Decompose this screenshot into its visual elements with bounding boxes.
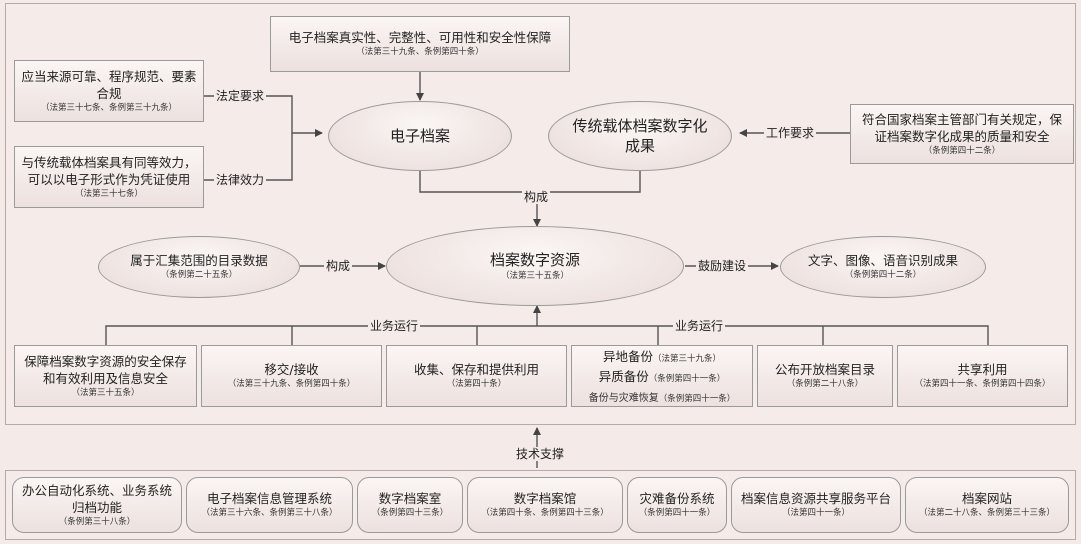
- label-technical-support: 技术支撑: [514, 447, 567, 461]
- ops-text: 移交/接收: [264, 362, 319, 377]
- backup-line-ref: （条例第四十一条）: [648, 374, 726, 384]
- tech-box-digital-room: 数字档案室 （条例第四十三条）: [357, 477, 463, 533]
- ops-text: 共享利用: [957, 362, 1008, 377]
- backup-line: 备份与灾难恢复（条例第四十一条）: [589, 386, 736, 406]
- tech-ref: （法第三十六条、条例第三十八条）: [201, 508, 338, 518]
- tech-ref: （法第四十一条）: [781, 508, 850, 518]
- digital-resources-ref: （法第三十五条）: [500, 270, 569, 281]
- label-operations-right: 业务运行: [673, 319, 726, 333]
- ops-box-security: 保障档案数字资源的安全保存和有效利用及信息安全 （法第三十五条）: [14, 345, 197, 407]
- recognition-results-node: 文字、图像、语音识别成果 （条例第四十二条）: [780, 236, 986, 298]
- ops-text: 保障档案数字资源的安全保存和有效利用及信息安全: [24, 353, 187, 386]
- recognition-results-title: 文字、图像、语音识别成果: [807, 253, 958, 268]
- label-legal-requirement: 法定要求: [214, 89, 267, 103]
- backup-line: 异地备份（法第三十九条）: [603, 346, 721, 366]
- legal-effect-text: 与传统载体档案具有同等效力，可以以电子形式作为凭证使用: [21, 154, 197, 187]
- ops-text: 公布开放档案目录: [774, 362, 875, 377]
- tech-box-sharing-platform: 档案信息资源共享服务平台 （法第四十一条）: [731, 477, 901, 533]
- ops-ref: （法第四十一条、条例第四十四条）: [914, 379, 1051, 389]
- digitization-node: 传统载体档案数字化成果: [548, 101, 732, 171]
- integrity-guarantee-title: 电子档案真实性、完整性、可用性和安全性保障: [288, 30, 552, 45]
- backup-line-text: 异质备份: [598, 369, 649, 384]
- backup-line-text: 异地备份: [602, 349, 653, 364]
- national-requirement-ref: （条例第四十二条）: [923, 145, 1001, 156]
- backup-line-ref: （法第三十九条）: [653, 354, 722, 364]
- tech-text: 灾难备份系统: [639, 491, 715, 506]
- label-compose-catalog: 构成: [324, 259, 353, 273]
- tech-text: 数字档案馆: [513, 491, 577, 506]
- tech-box-oa: 办公自动化系统、业务系统归档功能 （条例第三十八条）: [12, 477, 182, 533]
- ops-ref: （条例第二十八条）: [786, 379, 864, 389]
- tech-text: 办公自动化系统、业务系统归档功能: [21, 482, 172, 515]
- catalog-data-title: 属于汇集范围的目录数据: [130, 253, 268, 268]
- ops-ref: （法第三十九条、条例第四十条）: [227, 379, 356, 389]
- ops-box-transfer: 移交/接收 （法第三十九条、条例第四十条）: [201, 345, 382, 407]
- national-requirement-text: 符合国家档案主管部门有关规定，保证档案数字化成果的质量和安全: [861, 111, 1062, 144]
- ops-ref: （法第四十条）: [446, 379, 507, 389]
- tech-box-disaster-backup: 灾难备份系统 （条例第四十一条）: [627, 477, 727, 533]
- label-legal-effect: 法律效力: [214, 173, 267, 187]
- tech-box-website: 档案网站 （法第二十八条、条例第三十三条）: [905, 477, 1069, 533]
- label-work-requirement: 工作要求: [764, 126, 817, 140]
- backup-line: 异质备份（条例第四十一条）: [599, 366, 726, 386]
- electronic-archive-node: 电子档案: [328, 101, 512, 171]
- tech-ref: （法第二十八条、条例第三十三条）: [918, 508, 1055, 518]
- label-operations-left: 业务运行: [368, 319, 421, 333]
- ops-box-sharing: 共享利用 （法第四十一条、条例第四十四条）: [897, 345, 1068, 407]
- ops-ref: （法第三十五条）: [71, 387, 140, 398]
- label-compose-top: 构成: [522, 190, 551, 204]
- ops-box-open-catalog: 公布开放档案目录 （条例第二十八条）: [757, 345, 893, 407]
- catalog-data-ref: （条例第二十五条）: [160, 270, 238, 280]
- legal-effect-ref: （法第三十七条）: [74, 188, 143, 199]
- digitization-title: 传统载体档案数字化成果: [572, 117, 708, 155]
- tech-text: 电子档案信息管理系统: [206, 491, 332, 506]
- backup-line-text: 备份与灾难恢复: [588, 393, 659, 404]
- tech-box-ems: 电子档案信息管理系统 （法第三十六条、条例第三十八条）: [186, 477, 353, 533]
- tech-ref: （条例第四十一条）: [638, 508, 716, 518]
- line-compose-join: [419, 170, 641, 193]
- digital-resources-node: 档案数字资源 （法第三十五条）: [386, 226, 684, 306]
- tech-box-digital-archive: 数字档案馆 （法第四十条、条例第四十三条）: [467, 477, 623, 533]
- label-encourage-build: 鼓励建设: [696, 259, 749, 273]
- legal-requirement-ref: （法第三十七条、条例第三十九条）: [40, 102, 177, 113]
- recognition-results-ref: （条例第四十二条）: [844, 270, 922, 280]
- national-requirement-box: 符合国家档案主管部门有关规定，保证档案数字化成果的质量和安全 （条例第四十二条）: [850, 104, 1074, 164]
- ops-box-collection: 收集、保存和提供利用 （法第四十条）: [386, 345, 567, 407]
- legal-requirement-box: 应当来源可靠、程序规范、要素合规 （法第三十七条、条例第三十九条）: [14, 60, 204, 122]
- electronic-archive-title: 电子档案: [389, 127, 450, 145]
- line-ops-bus: [105, 325, 989, 345]
- legal-requirement-text: 应当来源可靠、程序规范、要素合规: [21, 68, 197, 101]
- backup-line-ref: （条例第四十一条）: [658, 394, 736, 404]
- tech-text: 档案网站: [961, 491, 1012, 506]
- digital-resources-title: 档案数字资源: [489, 250, 580, 269]
- integrity-guarantee-box: 电子档案真实性、完整性、可用性和安全性保障 （法第三十九条、条例第四十条）: [270, 16, 570, 72]
- ops-box-backup: 异地备份（法第三十九条） 异质备份（条例第四十一条） 备份与灾难恢复（条例第四十…: [571, 345, 753, 407]
- legal-effect-box: 与传统载体档案具有同等效力，可以以电子形式作为凭证使用 （法第三十七条）: [14, 146, 204, 208]
- tech-ref: （条例第三十八条）: [58, 516, 136, 527]
- tech-ref: （条例第四十三条）: [371, 508, 449, 518]
- tech-text: 数字档案室: [378, 491, 442, 506]
- catalog-data-node: 属于汇集范围的目录数据 （条例第二十五条）: [98, 236, 300, 298]
- ops-text: 收集、保存和提供利用: [413, 362, 539, 377]
- tech-ref: （法第四十条、条例第四十三条）: [481, 508, 609, 518]
- tech-text: 档案信息资源共享服务平台: [740, 491, 891, 506]
- integrity-guarantee-ref: （法第三十九条、条例第四十条）: [356, 47, 484, 57]
